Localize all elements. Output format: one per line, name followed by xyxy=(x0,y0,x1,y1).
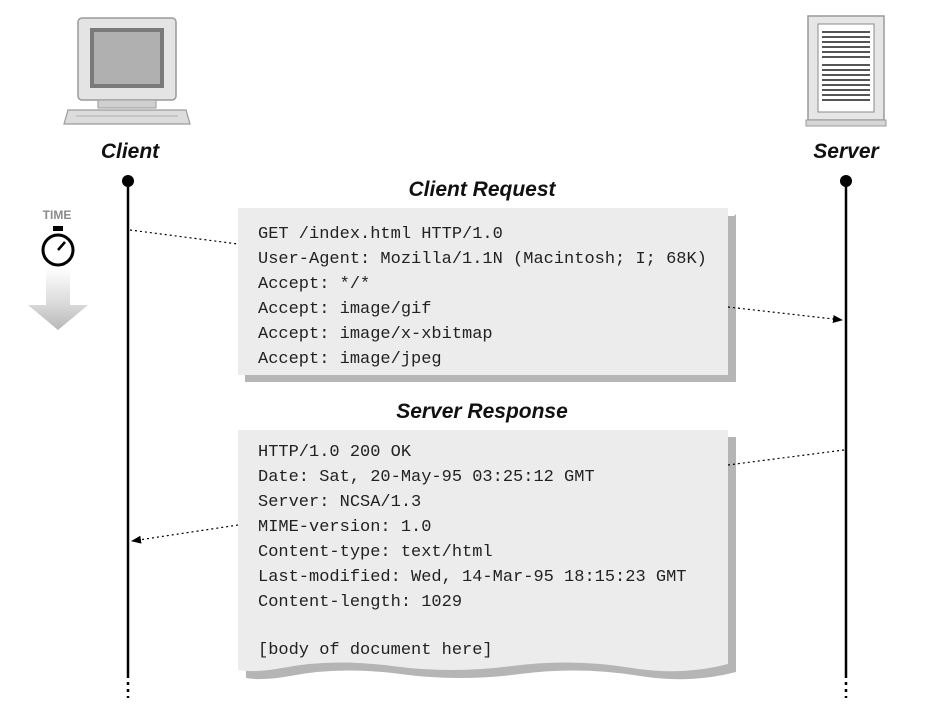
client-computer-icon xyxy=(63,17,191,125)
response-line: Last-modified: Wed, 14-Mar-95 18:15:23 G… xyxy=(258,568,686,587)
response-line: Content-length: 1029 xyxy=(258,593,462,612)
response-line: Server: NCSA/1.3 xyxy=(258,493,421,512)
response-line: MIME-version: 1.0 xyxy=(258,518,431,537)
server-label: Server xyxy=(813,140,880,163)
response-title: Server Response xyxy=(396,400,568,423)
client-label: Client xyxy=(101,140,160,163)
client-timeline xyxy=(122,175,134,698)
response-lines: HTTP/1.0 200 OK Date: Sat, 20-May-95 03:… xyxy=(258,443,691,660)
response-connector-right xyxy=(727,449,845,466)
request-line: Accept: */* xyxy=(258,275,370,294)
stopwatch-icon xyxy=(41,226,75,267)
request-title: Client Request xyxy=(408,178,556,201)
request-line: User-Agent: Mozilla/1.1N (Macintosh; I; … xyxy=(258,250,707,269)
response-line: [body of document here] xyxy=(258,641,493,660)
response-arrow xyxy=(131,524,239,544)
response-box: HTTP/1.0 200 OK Date: Sat, 20-May-95 03:… xyxy=(238,430,736,680)
response-line: Content-type: text/html xyxy=(258,543,493,562)
time-indicator: TIME xyxy=(28,208,88,330)
server-timeline xyxy=(840,175,852,698)
time-label: TIME xyxy=(43,208,72,222)
request-line: Accept: image/x-xbitmap xyxy=(258,325,493,344)
response-line: HTTP/1.0 200 OK xyxy=(258,443,412,462)
request-box: GET /index.html HTTP/1.0 User-Agent: Moz… xyxy=(238,208,736,382)
request-lines: GET /index.html HTTP/1.0 User-Agent: Moz… xyxy=(258,225,711,369)
request-line: Accept: image/jpeg xyxy=(258,350,442,369)
request-line: GET /index.html HTTP/1.0 xyxy=(258,225,503,244)
response-line: Date: Sat, 20-May-95 03:25:12 GMT xyxy=(258,468,595,487)
request-line: Accept: image/gif xyxy=(258,300,431,319)
request-connector-left xyxy=(129,229,239,245)
time-down-arrow xyxy=(28,268,88,330)
request-arrow xyxy=(727,306,843,323)
server-icon xyxy=(805,15,887,127)
